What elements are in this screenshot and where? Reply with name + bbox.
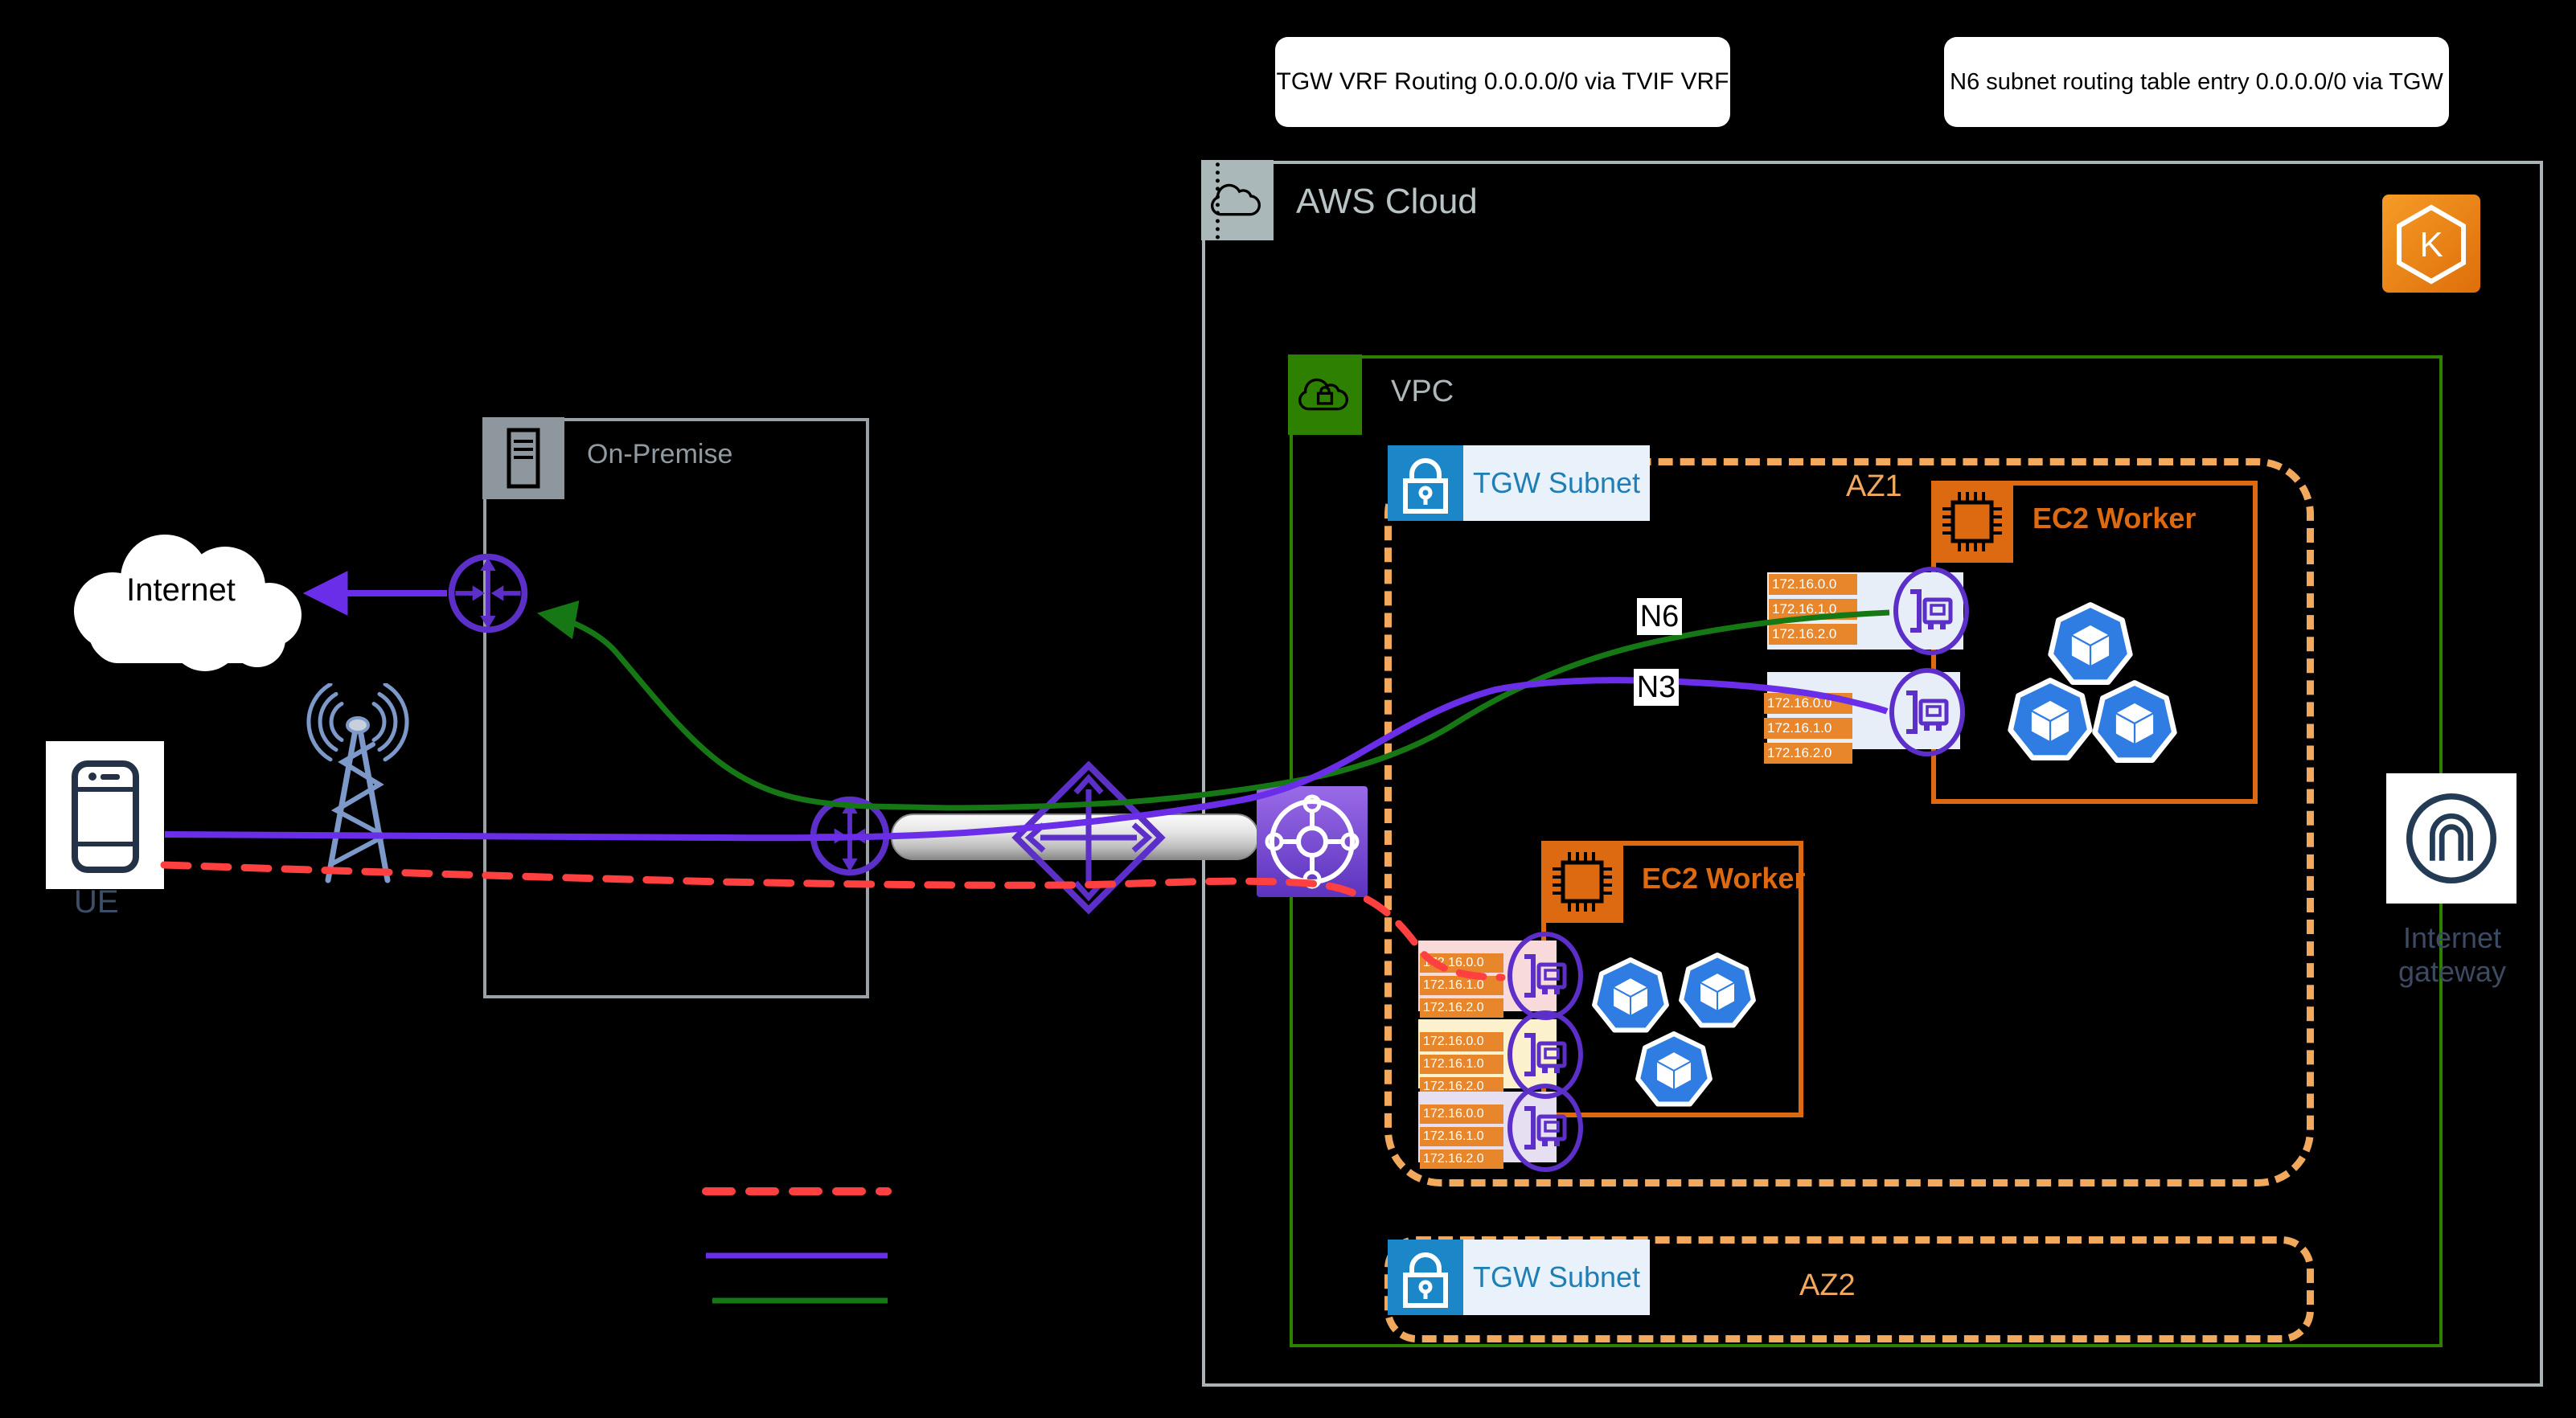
- on-premise-icon: [482, 417, 564, 499]
- on-premise-label: On-Premise: [587, 439, 733, 469]
- internet-gateway-icon: [2386, 773, 2517, 904]
- ip-chip: 172.16.1.0: [1769, 599, 1857, 620]
- eni-icon-n6: [1891, 564, 1971, 658]
- tgw-subnet-label-az1: TGW Subnet: [1463, 445, 1650, 521]
- eks-icon: K: [2382, 195, 2480, 293]
- ip-chip: 172.16.0.0: [1420, 953, 1503, 973]
- cell-tower-icon: [306, 683, 409, 883]
- ip-chip: 172.16.1.0: [1420, 1127, 1503, 1146]
- ip-chip: 172.16.2.0: [1764, 743, 1852, 764]
- az1-label: AZ1: [1846, 469, 1902, 503]
- n3-link-label: N3: [1634, 669, 1679, 706]
- tgw-subnet-icon-az1: [1388, 445, 1463, 521]
- ue-device-icon: [46, 741, 164, 889]
- ec2-instance-icon-1: [1931, 481, 2013, 563]
- vpc-icon: [1288, 354, 1362, 435]
- ip-chip: 172.16.0.0: [1769, 574, 1857, 595]
- ip-chip: 172.16.1.0: [1420, 1055, 1503, 1074]
- annotation-tgw-vrf-text: TGW VRF Routing 0.0.0.0/0 via TVIF VRF: [1276, 68, 1729, 95]
- annotation-tgw-vrf: TGW VRF Routing 0.0.0.0/0 via TVIF VRF: [1275, 37, 1730, 127]
- svg-text:K: K: [2419, 225, 2443, 264]
- ip-chip: 172.16.0.0: [1420, 1104, 1503, 1124]
- annotation-n6-routing-text: N6 subnet routing table entry 0.0.0.0/0 …: [1950, 68, 2443, 95]
- n6-green-path: [536, 600, 1890, 811]
- tgw-subnet-icon-az2: [1388, 1240, 1463, 1315]
- tgw-subnet-label-az2: TGW Subnet: [1463, 1240, 1650, 1315]
- aws-cloud-title: AWS Cloud: [1296, 182, 1478, 221]
- az1-box: [1384, 458, 2314, 1186]
- on-premise-box: [483, 418, 869, 998]
- internet-label: Internet: [126, 572, 236, 608]
- eni-icon-lavender: [1505, 1081, 1585, 1174]
- eni-icon-n3: [1887, 666, 1967, 759]
- az2-label: AZ2: [1799, 1268, 1856, 1302]
- ip-chip: 172.16.2.0: [1420, 998, 1503, 1018]
- n3-purple-path: [164, 677, 1889, 842]
- ip-chip: 172.16.2.0: [1769, 624, 1857, 645]
- annotation-leader-dotted-line: [1216, 74, 1220, 312]
- ec2-instance-icon-2: [1541, 841, 1623, 923]
- n6-link-label: N6: [1637, 598, 1682, 635]
- ip-chip: 172.16.2.0: [1420, 1150, 1503, 1169]
- ec2-worker-label-1: EC2 Worker: [2032, 502, 2197, 535]
- ip-chip: 172.16.0.0: [1420, 1032, 1503, 1051]
- internet-gateway-label: Internet gateway: [2398, 921, 2507, 988]
- aws-cloud-icon: [1201, 160, 1274, 240]
- vpc-title: VPC: [1391, 375, 1454, 408]
- ue-label: UE: [74, 884, 119, 920]
- ec2-worker-label-2: EC2 Worker: [1642, 862, 1806, 895]
- ip-chip: 172.16.1.0: [1420, 976, 1503, 995]
- internet-cloud-icon: [74, 535, 301, 671]
- ip-chip: 172.16.1.0: [1764, 718, 1852, 739]
- annotation-n6-routing: N6 subnet routing table entry 0.0.0.0/0 …: [1944, 37, 2449, 127]
- aws-cloud-box: [1202, 161, 2543, 1387]
- red-dashed-path: [160, 861, 1506, 982]
